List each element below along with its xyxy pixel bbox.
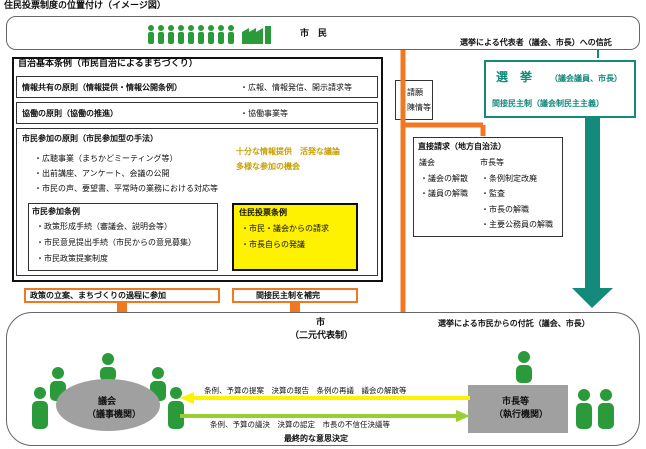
- referendum-item: ・市民・議会からの請求: [241, 224, 329, 233]
- referendum-item: ・市長自らの発議: [241, 240, 305, 249]
- page-title: 住民投票制度の位置付け（イメージ図）: [4, 1, 166, 11]
- city-sub: （二元代表制）: [290, 331, 354, 341]
- cooperation-title: 協働の原則（協働の推進）: [22, 109, 118, 118]
- relationship-arrows: [180, 392, 470, 422]
- participation-title: 市民参加の原則（市民参加型の手法）: [22, 134, 158, 143]
- petition-item: ・請願: [399, 88, 423, 97]
- direct-col1-head: 議会: [419, 158, 435, 167]
- election-title: 選 挙: [496, 70, 533, 84]
- autonomy-title: 自治基本条例（市民自治によるまちづくり）: [18, 59, 198, 69]
- participation-item: ・市民の声、要望書、平常時の業務における対応等: [34, 184, 218, 193]
- participation-item: ・広聴事業（まちかどミーティング等）: [34, 154, 178, 163]
- assembly-sub: （議事機関）: [87, 410, 142, 420]
- direct-col1-item: ・議員の解職: [420, 189, 468, 198]
- info-sharing-items: ・広報、情報発信、開示請求等: [240, 83, 352, 92]
- mayor-sub: （執行機関）: [494, 410, 549, 420]
- direct-claim-box: [413, 137, 563, 237]
- policy-label-box: [24, 288, 220, 303]
- direct-col1-item: ・議会の解散: [420, 174, 468, 183]
- participation-ordinance-title: 市民参加条例: [32, 207, 80, 216]
- citizens-label: 市 民: [300, 29, 328, 39]
- participation-item: ・出前講座、アンケート、会議の公開: [34, 169, 170, 178]
- citizens-bar: [6, 16, 640, 50]
- petition-item: ・陳情等: [399, 103, 431, 112]
- cooperation-box: [16, 102, 378, 124]
- referendum-ordinance-title: 住民投票条例: [239, 208, 287, 217]
- ordinance-item: ・政策形成手続（審議会、説明会等）: [36, 222, 172, 231]
- direct-col2-item: ・主要公務員の解職: [481, 220, 553, 229]
- city-title: 市: [316, 318, 326, 328]
- info-sharing-title: 情報共有の原則（情報提供・情報公開条例）: [22, 83, 182, 92]
- citizens-icon: [147, 24, 277, 46]
- referendum-ordinance-box: [232, 203, 358, 271]
- decision-label: 最終的な意思決定: [284, 434, 348, 443]
- election-title-sub: （議会議員、市長）: [550, 74, 622, 83]
- assembly-title: 議会: [98, 397, 117, 407]
- mayor-title: 市長等: [502, 397, 530, 407]
- info-sharing-box: [16, 76, 378, 98]
- mayor-people-icon: [468, 351, 618, 433]
- arrow-left-label: 条例、予算の提案 決算の報告 条例の再議 議会の解散等: [204, 386, 407, 395]
- direct-col2-item: ・監査: [481, 189, 505, 198]
- indirect-democracy: 間接民主制（議会制民主主義）: [492, 99, 604, 108]
- highlight-text: 十分な情報提供 活発な議論: [236, 147, 340, 156]
- supplement-label: 間接民主制を補完: [256, 291, 320, 300]
- ordinance-item: ・市民意見提出手続（市民からの意見募集）: [36, 238, 196, 247]
- policy-label: 政策の立案、まちづくりの過程に参加: [30, 291, 166, 300]
- trust-top-label: 選挙による代表者（議会、市長）への信託: [460, 38, 612, 47]
- direct-claim-title: 直接請求（地方自治法）: [418, 142, 506, 151]
- trust-bottom-label: 選挙による市民からの付託（議会、市長）: [438, 319, 590, 328]
- direct-col2-item: ・市長の解職: [481, 205, 529, 214]
- highlight-text: 多様な参加の機会: [236, 162, 300, 171]
- election-box: [484, 60, 636, 118]
- participation-ordinance-box: [28, 203, 218, 271]
- direct-col2-head: 市長等: [480, 158, 504, 167]
- ordinance-item: ・市民政策提案制度: [36, 254, 108, 263]
- supplement-label-box: [232, 288, 358, 303]
- assembly-people-icon: [28, 353, 188, 433]
- cooperation-items: ・協働事業等: [240, 109, 288, 118]
- arrow-right-label: 条例、予算の議決 決算の認定 市長の不信任決議等: [210, 420, 390, 429]
- direct-col2-item: ・条例制定改廃: [481, 174, 537, 183]
